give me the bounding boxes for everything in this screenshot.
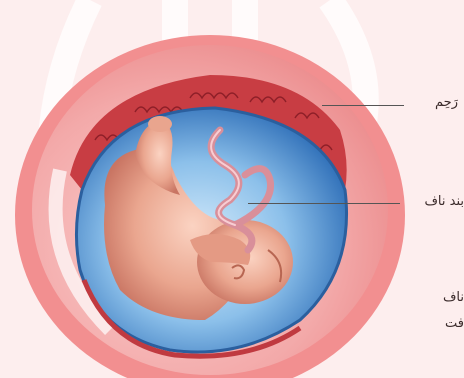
fetus-foot <box>148 116 172 132</box>
cord-label: بند ناف <box>424 194 464 209</box>
cord-leader-line <box>248 203 400 204</box>
uterus-label: رَحِم <box>435 95 458 110</box>
uterus-leader-line <box>322 105 404 106</box>
note-line-2: فت <box>445 316 464 331</box>
note-line-1: ناف <box>443 290 464 305</box>
